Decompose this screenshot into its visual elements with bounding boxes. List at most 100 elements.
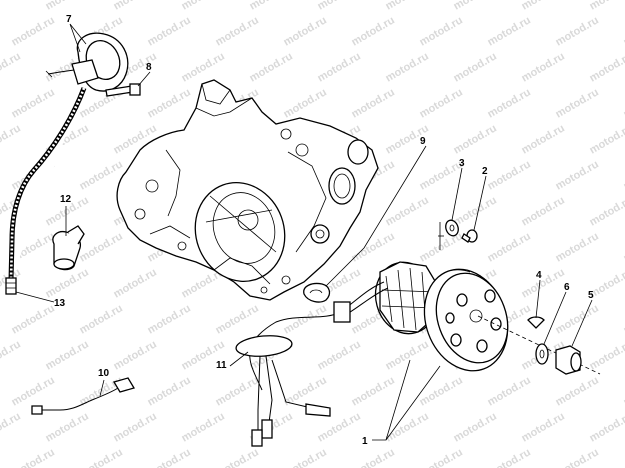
watermark-text: motod.ru [418,86,465,120]
watermark-text: motod.ru [214,14,261,48]
watermark-text: motod.ru [554,158,601,192]
watermark-text: motod.ru [0,410,23,444]
watermark-text: motod.ru [588,410,625,444]
watermark-text: motod.ru [588,338,625,372]
watermark-text: motod.ru [588,0,625,13]
watermark-text: motod.ru [350,14,397,48]
label-10: 10 [98,368,110,379]
watermark-text: motod.ru [588,50,625,84]
watermark-text: motod.ru [282,302,329,336]
watermark-text: motod.ru [44,266,91,300]
watermark-text: motod.ru [350,374,397,408]
watermark-text: motod.ru [622,14,625,48]
watermark-text: motod.ru [418,374,465,408]
spark-plug-cap [52,225,85,271]
label-6: 6 [564,282,570,293]
watermark-text: motod.ru [146,14,193,48]
watermark-text: motod.ru [316,0,363,13]
sensor-wire [31,377,135,415]
watermark-text: motod.ru [146,374,193,408]
label-12: 12 [60,194,72,205]
watermark-text: motod.ru [78,302,125,336]
watermark-text: motod.ru [622,302,625,336]
watermark-text: motod.ru [452,50,499,84]
watermark-text: motod.ru [520,194,567,228]
part-labels: 7 8 9 3 2 12 13 4 6 5 11 10 1 [54,14,594,447]
watermark-text: motod.ru [452,410,499,444]
watermark-text: motod.ru [10,14,57,48]
watermark-text: motod.ru [554,446,601,468]
watermark-text: motod.ru [622,230,625,264]
label-5: 5 [588,290,594,301]
stator-assembly [374,261,439,335]
watermark-text: motod.ru [0,122,23,156]
watermark-text: motod.ru [622,446,625,468]
label-7: 7 [66,14,72,25]
watermark-text: motod.ru [452,122,499,156]
label-13: 13 [54,298,66,309]
watermark-text: motod.ru [44,0,91,13]
watermark-text: motod.ru [316,50,363,84]
watermark-text: motod.ru [44,338,91,372]
watermark-text: motod.ru [622,86,625,120]
watermark-text: motod.ru [622,158,625,192]
watermark-text: motod.ru [418,14,465,48]
watermark-text: motod.ru [452,0,499,13]
watermark-text: motod.ru [384,0,431,13]
watermark-text: motod.ru [384,50,431,84]
woodruff-key [527,316,545,329]
label-1: 1 [362,436,368,447]
watermark-text: motod.ru [282,86,329,120]
watermark-text: motod.ru [350,446,397,468]
watermark-text: motod.ru [486,230,533,264]
watermark-text: motod.ru [214,446,261,468]
watermark-text: motod.ru [418,446,465,468]
watermark-text: motod.ru [78,446,125,468]
watermark-text: motod.ru [282,374,329,408]
watermark-text: motod.ru [214,374,261,408]
watermark-text: motod.ru [0,50,23,84]
label-2: 2 [482,166,488,177]
watermark-text: motod.ru [384,410,431,444]
watermark-text: motod.ru [486,14,533,48]
watermark-text: motod.ru [554,302,601,336]
screw [461,229,478,243]
watermark-text: motod.ru [112,266,159,300]
flywheel-nut [555,345,582,375]
watermark-text: motod.ru [180,50,227,84]
washer [445,219,459,237]
label-9: 9 [420,136,426,147]
watermark-text: motod.ru [214,302,261,336]
watermark-text: motod.ru [180,410,227,444]
watermark-text: motod.ru [520,0,567,13]
watermark-text: motod.ru [486,374,533,408]
watermark-text: motod.ru [316,338,363,372]
ignition-coil [45,32,129,92]
watermark-text: motod.ru [248,50,295,84]
watermark-text: motod.ru [10,302,57,336]
watermark-text: motod.ru [520,122,567,156]
watermark-text: motod.ru [44,410,91,444]
watermark-text: motod.ru [520,266,567,300]
watermark-text: motod.ru [554,374,601,408]
label-8: 8 [146,62,152,73]
watermark-text: motod.ru [384,194,431,228]
watermark-text: motod.ru [0,0,23,13]
watermark-text: motod.ru [10,446,57,468]
watermark-text: motod.ru [486,158,533,192]
watermark-text: motod.ru [0,338,23,372]
watermark-text: motod.ru [622,374,625,408]
watermark-text: motod.ru [520,410,567,444]
watermark-text: motod.ru [146,302,193,336]
watermark-text: motod.ru [112,338,159,372]
stator-wiring [235,281,389,447]
watermark-text: motod.ru [78,230,125,264]
watermark-text: motod.ru [554,230,601,264]
watermark-text: motod.ru [350,86,397,120]
watermark-text: motod.ru [10,86,57,120]
watermark-text: motod.ru [384,338,431,372]
watermark-text: motod.ru [248,0,295,13]
watermark-text: motod.ru [350,230,397,264]
grommet [303,282,331,303]
